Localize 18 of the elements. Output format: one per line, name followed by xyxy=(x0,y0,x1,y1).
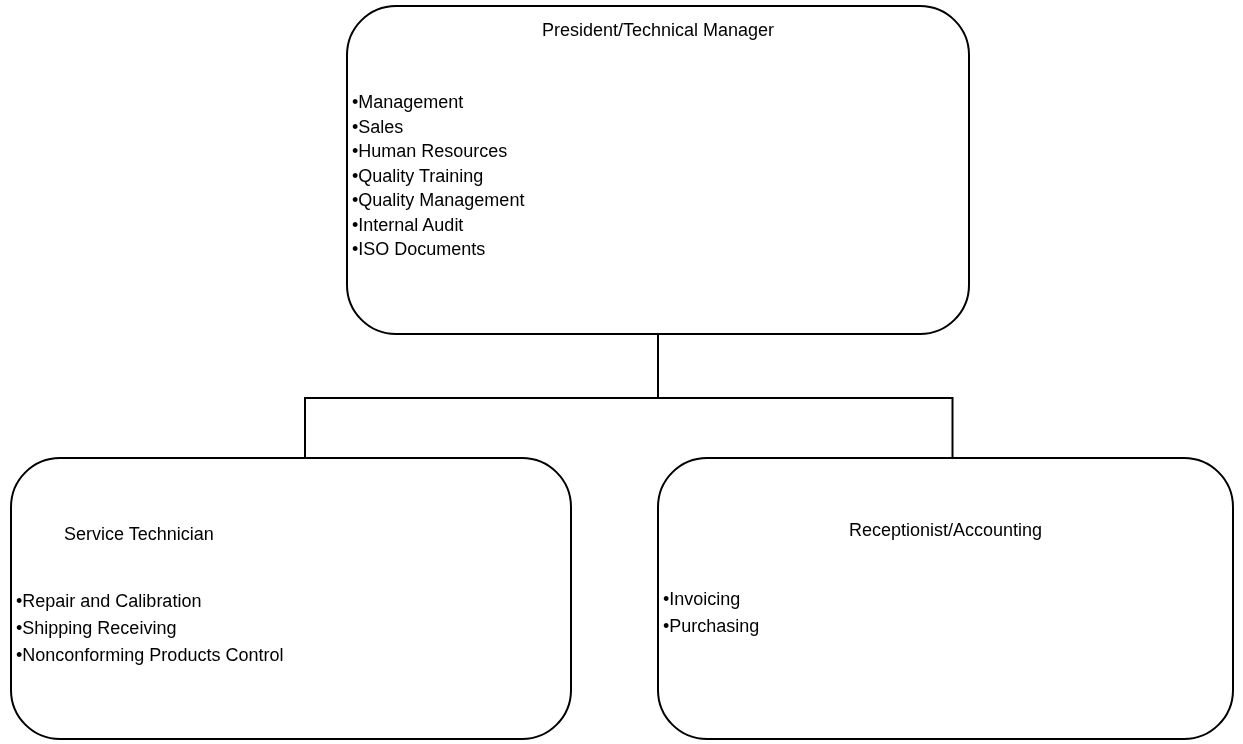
list-item: •Internal Audit xyxy=(352,213,464,236)
box-title: Service Technician xyxy=(64,523,214,545)
rounded-box xyxy=(10,457,572,740)
list-item: •Repair and Calibration xyxy=(16,590,202,612)
list-item: •Management xyxy=(352,91,464,113)
list-item: •ISO Documents xyxy=(352,238,486,260)
box-title: Receptionist/Accounting xyxy=(847,519,1044,541)
list-item: •Purchasing xyxy=(663,615,760,637)
list-item: •Quality Management xyxy=(352,189,525,211)
list-item: •Quality Training xyxy=(352,164,484,187)
list-item: •Human Resources xyxy=(352,140,508,162)
list-item: •Shipping Receiving xyxy=(16,617,177,639)
box-title: President/Technical Manager xyxy=(540,19,776,41)
list-item: •Invoicing xyxy=(663,588,741,610)
rounded-box xyxy=(346,5,970,335)
list-item: •Nonconforming Products Control xyxy=(16,644,284,666)
rounded-box xyxy=(657,457,1234,740)
list-item: •Sales xyxy=(352,115,404,138)
